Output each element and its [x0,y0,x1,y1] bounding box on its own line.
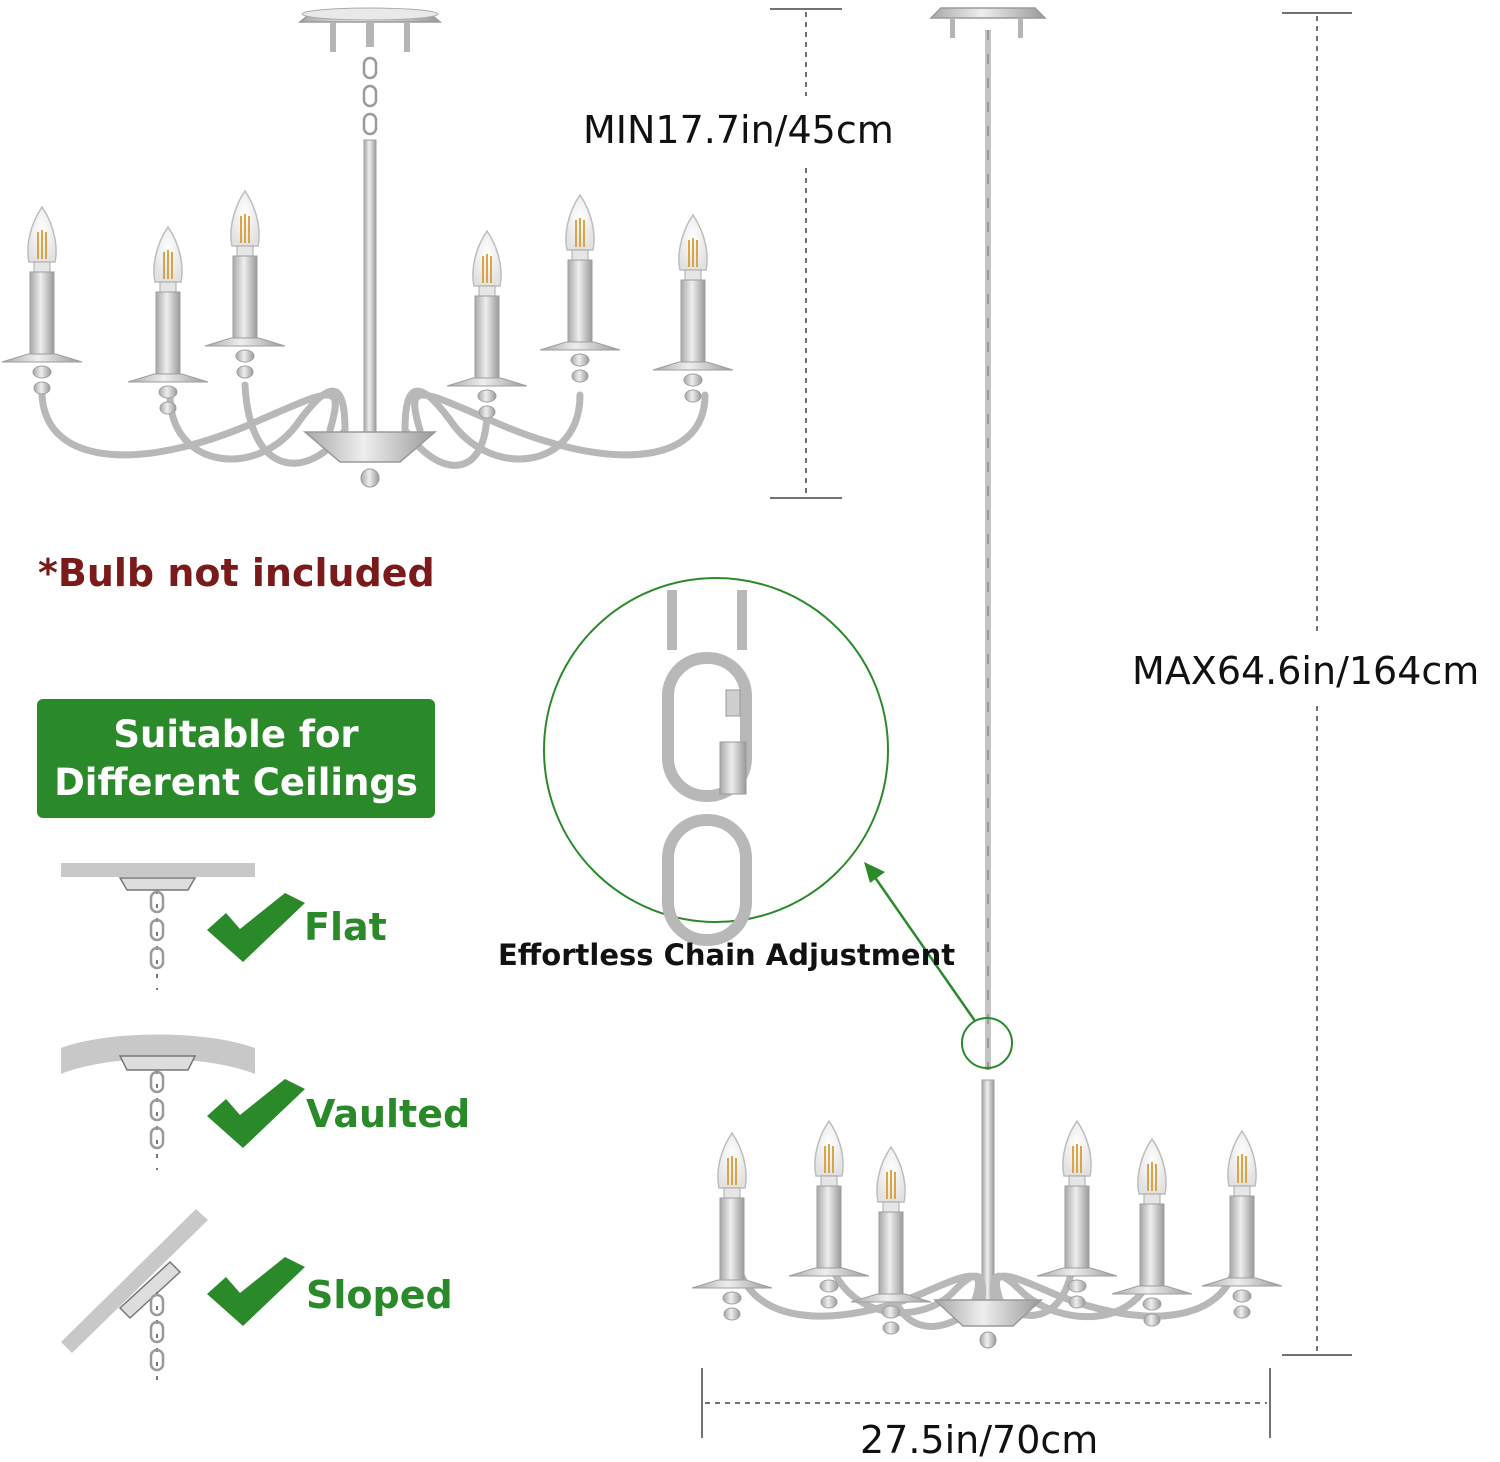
width-label: 27.5in/70cm [860,1418,1099,1462]
min-height-dimension-line [770,8,842,499]
max-height-dimension-line [1282,12,1352,1356]
chandelier-extended-image [691,7,1283,1349]
chandelier-image [1,7,734,488]
flat-ceiling-icon [61,863,255,990]
chain-zoom-callout [543,577,1013,1069]
badge-line-2: Different Ceilings [54,760,418,804]
chain-adjustment-label: Effortless Chain Adjustment [498,938,956,972]
vaulted-ceiling-icon [61,1034,255,1170]
max-height-label: MAX64.6in/164cm [1132,649,1480,693]
flat-ceiling-label: Flat [304,905,387,949]
sloped-ceiling-label: Sloped [306,1273,453,1317]
badge-line-1: Suitable for [113,712,359,756]
check-icon [207,893,305,962]
width-dimension-line [701,1368,1271,1438]
check-icon [207,1257,305,1326]
min-height-label: MIN17.7in/45cm [583,108,894,152]
ceilings-badge: Suitable for Different Ceilings [37,699,435,818]
bulb-note: *Bulb not included [38,551,435,595]
sloped-ceiling-icon [61,1209,208,1388]
vaulted-ceiling-label: Vaulted [306,1092,471,1136]
check-icon [207,1079,305,1148]
